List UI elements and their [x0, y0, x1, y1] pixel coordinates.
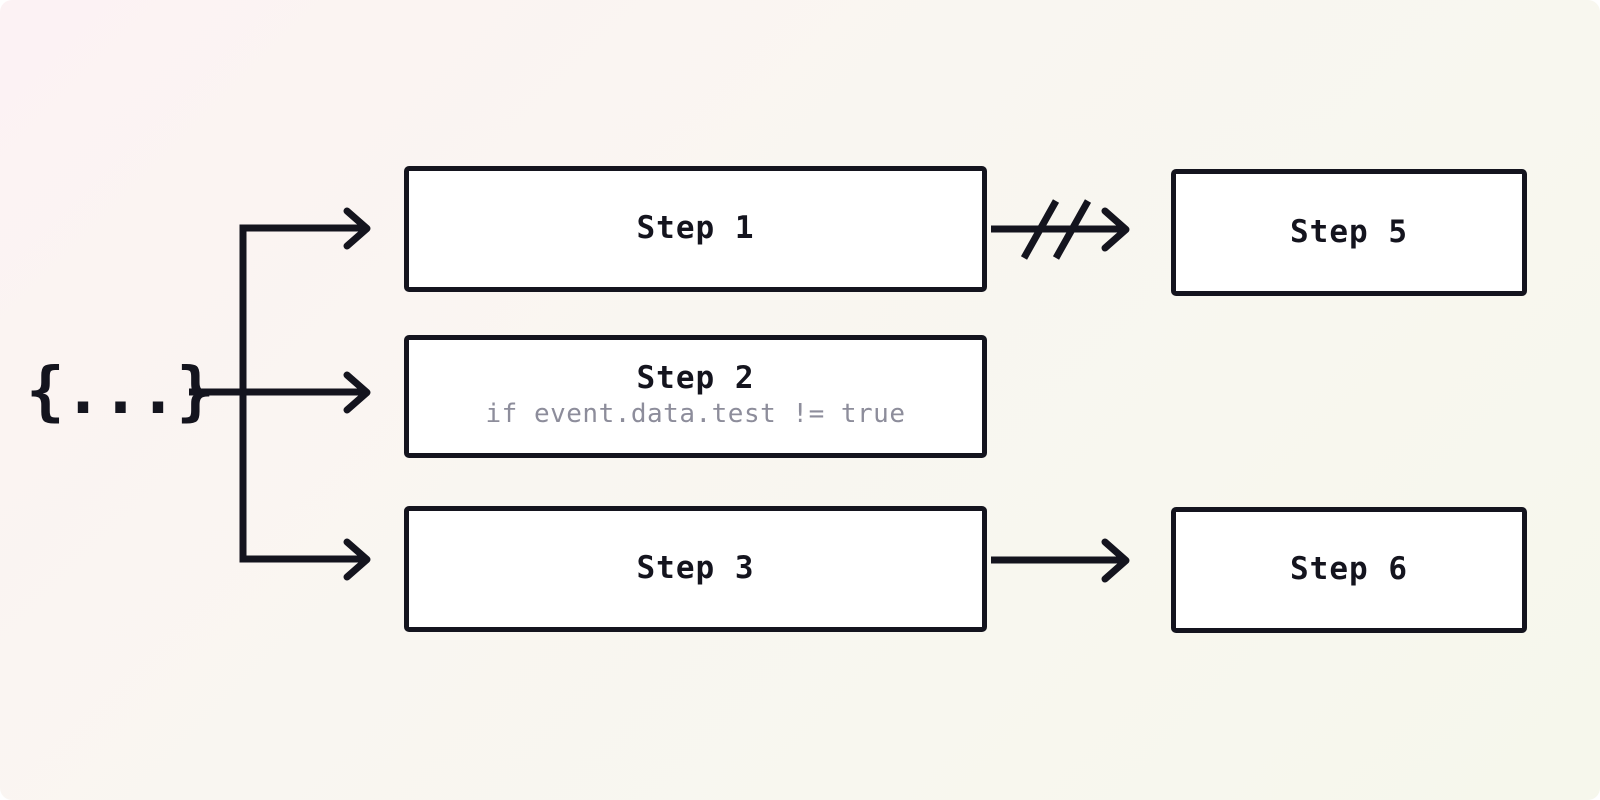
skip-slash-2	[1052, 199, 1092, 260]
step-title: Step 5	[1290, 213, 1408, 250]
edge-step-3-to-step-6	[991, 538, 1130, 583]
edge-source-to-step-2	[189, 371, 371, 414]
step-title: Step 6	[1290, 551, 1408, 588]
step-node-step-5[interactable]: Step 5	[1171, 169, 1527, 296]
edge-source-to-step-3	[239, 392, 371, 581]
step-condition-expression: if event.data.test != true	[485, 398, 906, 429]
step-title: Step 2	[636, 360, 755, 397]
json-source-node: {...}	[26, 355, 215, 429]
step-title: Step 3	[636, 550, 755, 587]
step-node-step-1[interactable]: Step 1	[404, 166, 987, 292]
skip-slash-1	[1020, 199, 1060, 260]
step-node-step-3[interactable]: Step 3	[404, 506, 987, 632]
step-title: Step 1	[636, 210, 755, 247]
edge-source-to-step-1	[189, 207, 371, 396]
edge-step-1-to-step-5	[991, 199, 1130, 260]
step-node-step-6[interactable]: Step 6	[1171, 507, 1527, 633]
step-node-step-2[interactable]: Step 2 if event.data.test != true	[404, 335, 987, 458]
